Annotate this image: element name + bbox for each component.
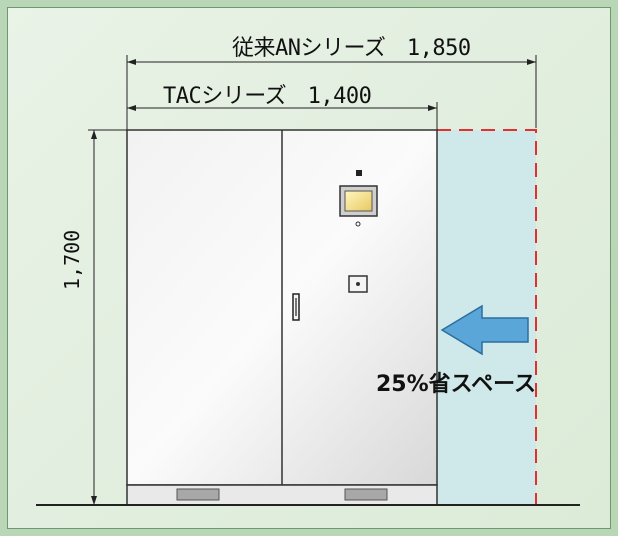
cabinet-base (126, 484, 438, 506)
diagram-inner-border (7, 7, 611, 529)
button-icon (355, 221, 361, 227)
arrow-left-icon (440, 304, 529, 356)
dim-arrow-icon (127, 59, 136, 65)
old-series-dimension-label: 従来ANシリーズ 1,850 (232, 36, 471, 61)
dim-arrow-icon (428, 105, 437, 111)
base-vent-right (344, 488, 388, 501)
space-saving-label: 25%省スペース (376, 372, 537, 397)
display-screen (344, 190, 373, 212)
tac-series-dimension-label: TACシリーズ 1,400 (163, 84, 372, 109)
key-switch-icon (356, 282, 360, 286)
dim-arrow-icon (91, 130, 97, 139)
dim-arrow-icon (527, 59, 536, 65)
old-size-dashed-outline (437, 129, 537, 505)
dim-arrow-icon (127, 105, 136, 111)
dim-arrow-icon (91, 496, 97, 505)
height-dimension-label: 1,700 (60, 229, 84, 290)
indicator-lamp-icon (356, 170, 362, 176)
base-vent-left (176, 488, 220, 501)
